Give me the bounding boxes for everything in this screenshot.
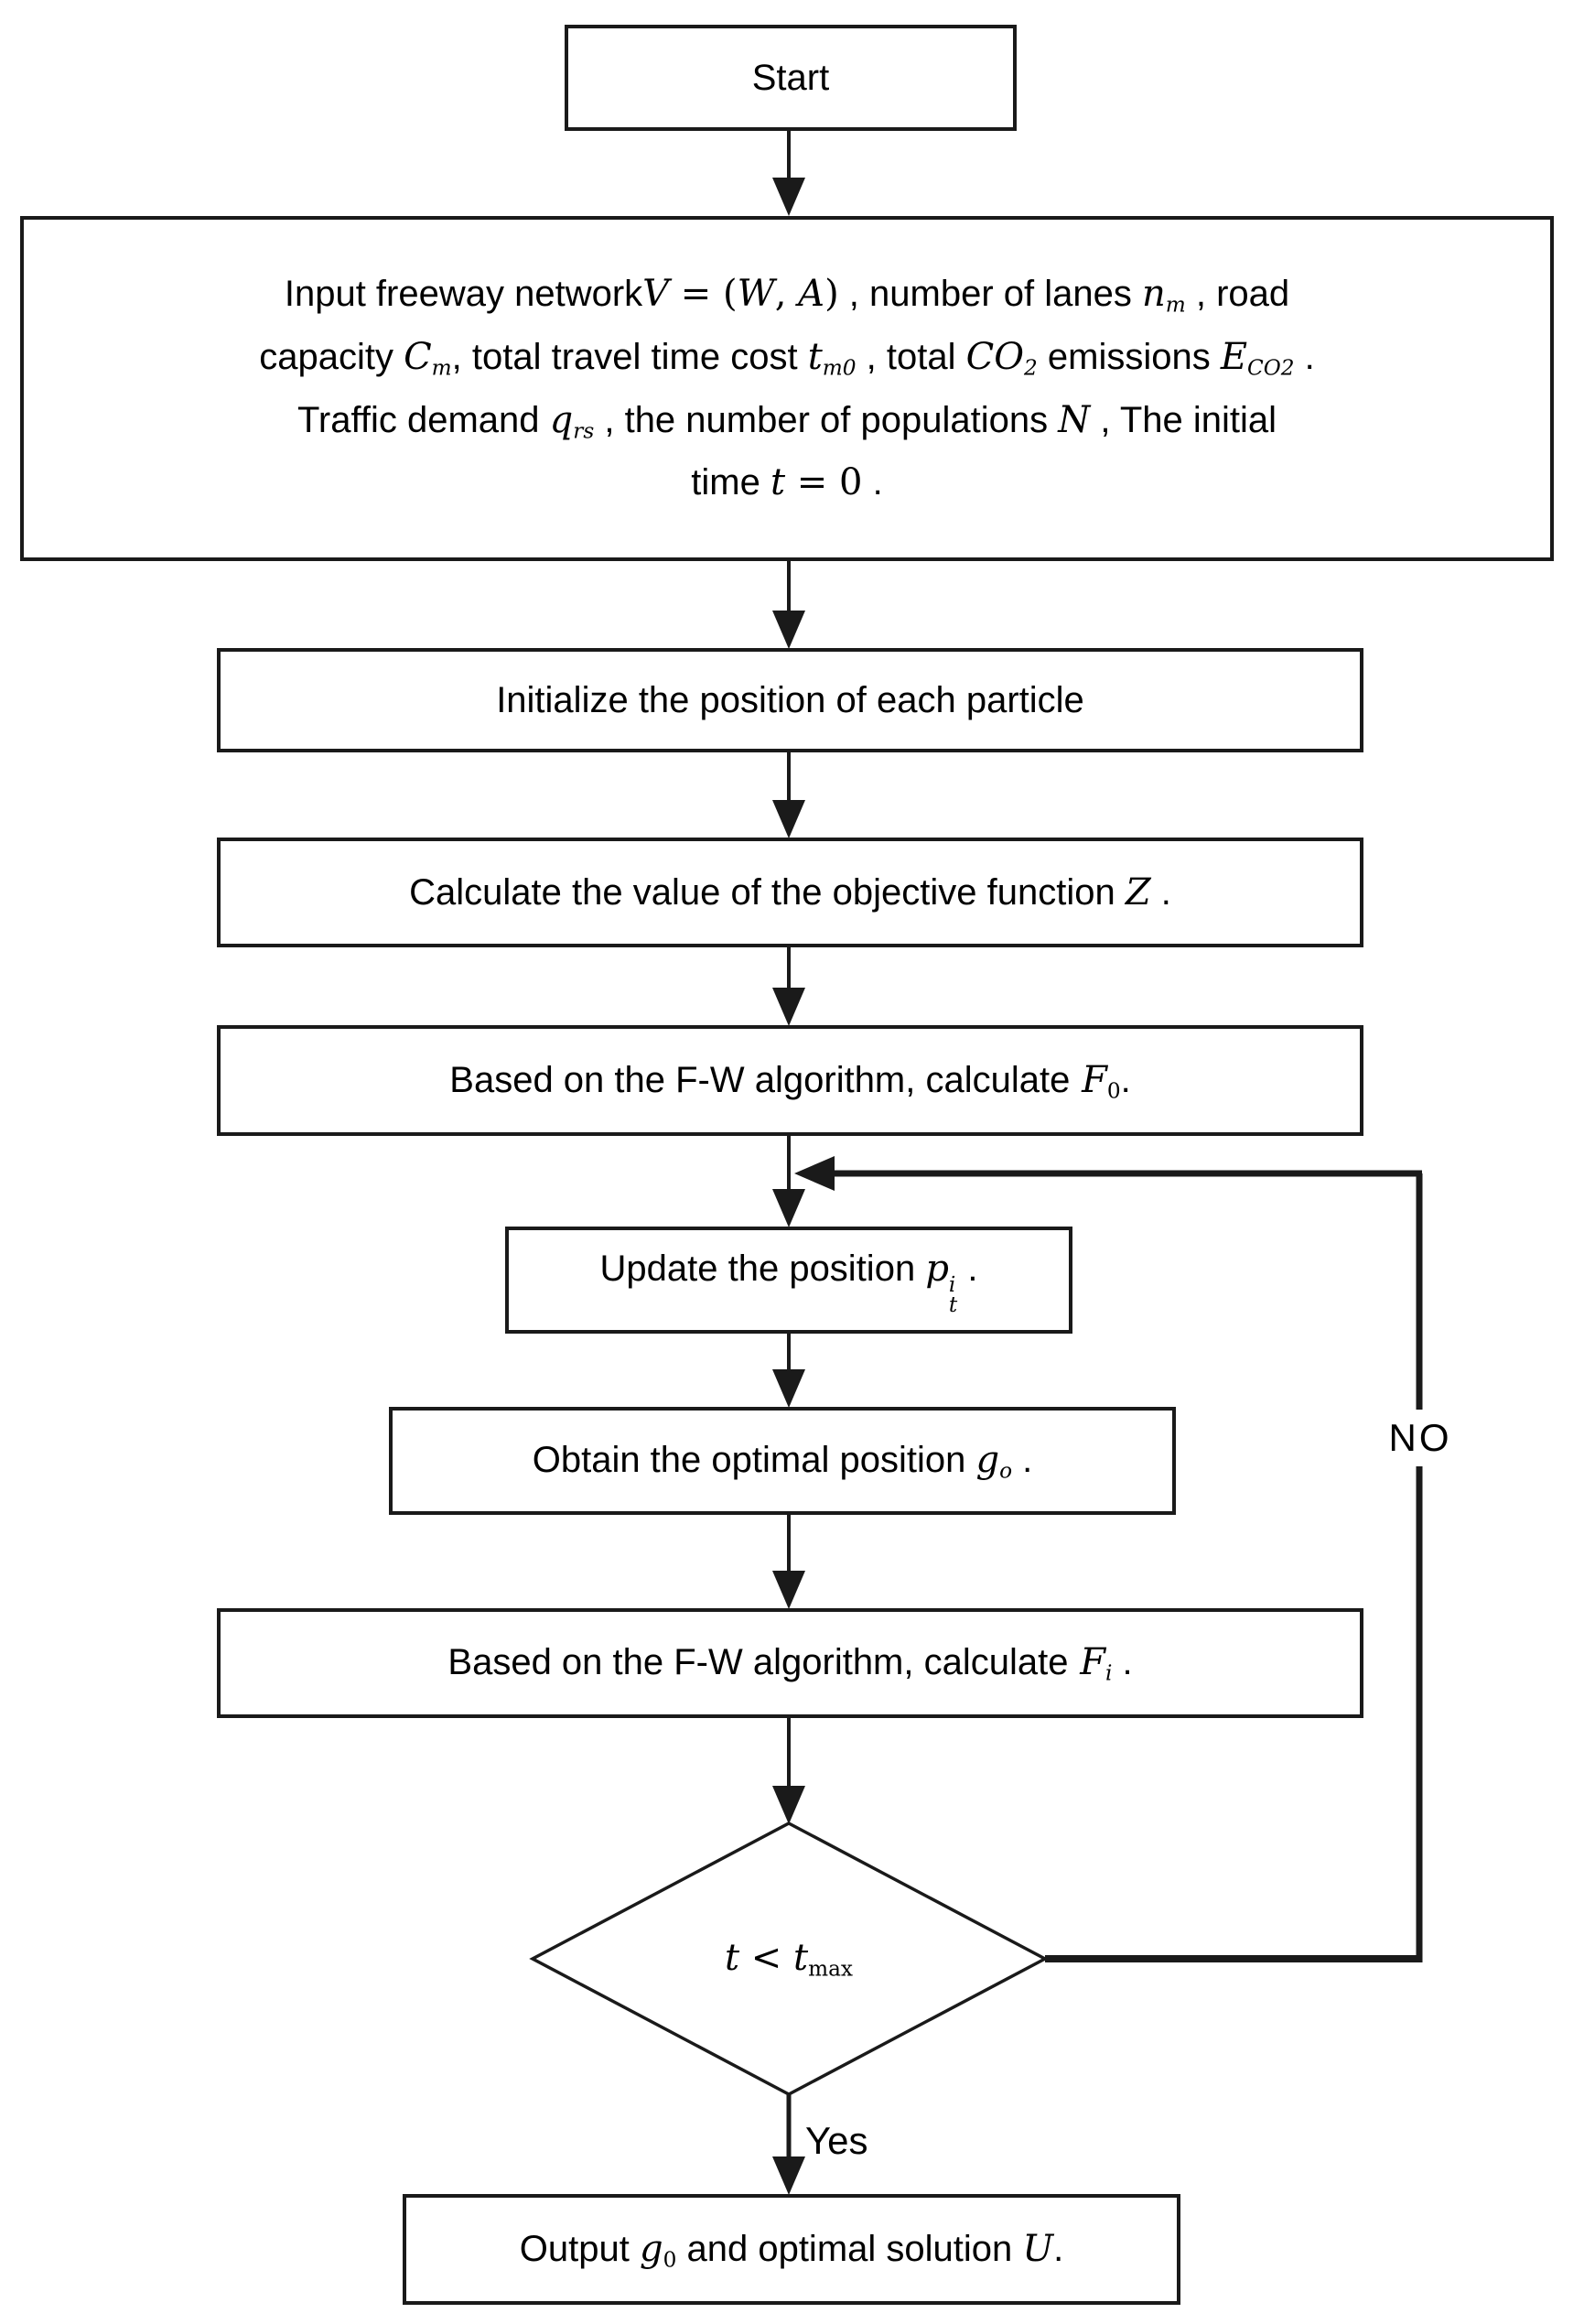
decision-condition-label: t < tmax xyxy=(725,1937,853,1982)
initialize-node: Initialize the position of each particle xyxy=(217,648,1363,752)
arrowhead-into-output xyxy=(772,2156,805,2195)
arrowhead-into-fwi xyxy=(772,1571,805,1609)
start-node: Start xyxy=(565,25,1017,131)
output-node: Output g0 and optimal solution U. xyxy=(403,2194,1180,2305)
arrowhead-into-obtain xyxy=(772,1369,805,1408)
arrowhead-into-decision xyxy=(772,1786,805,1824)
arrowhead-into-calc xyxy=(772,800,805,838)
fw-calculate-fi-node: Based on the F-W algorithm, calculate Fi… xyxy=(217,1608,1363,1718)
no-branch-label: NO xyxy=(1367,1410,1473,1466)
calculate-objective-node: Calculate the value of the objective fun… xyxy=(217,838,1363,947)
input-node: Input freeway networkV = (W, A) , number… xyxy=(20,216,1554,561)
arrowhead-into-fw0 xyxy=(772,988,805,1026)
fw-calculate-f0-node: Based on the F-W algorithm, calculate F0… xyxy=(217,1025,1363,1136)
arrowhead-into-input xyxy=(772,178,805,216)
yes-branch-label: Yes xyxy=(805,2119,868,2162)
arrowhead-into-update xyxy=(772,1189,805,1227)
obtain-optimal-position-node: Obtain the optimal position go . xyxy=(389,1407,1176,1515)
arrowhead-into-init xyxy=(772,611,805,649)
arrowhead-loop-return xyxy=(794,1156,835,1191)
